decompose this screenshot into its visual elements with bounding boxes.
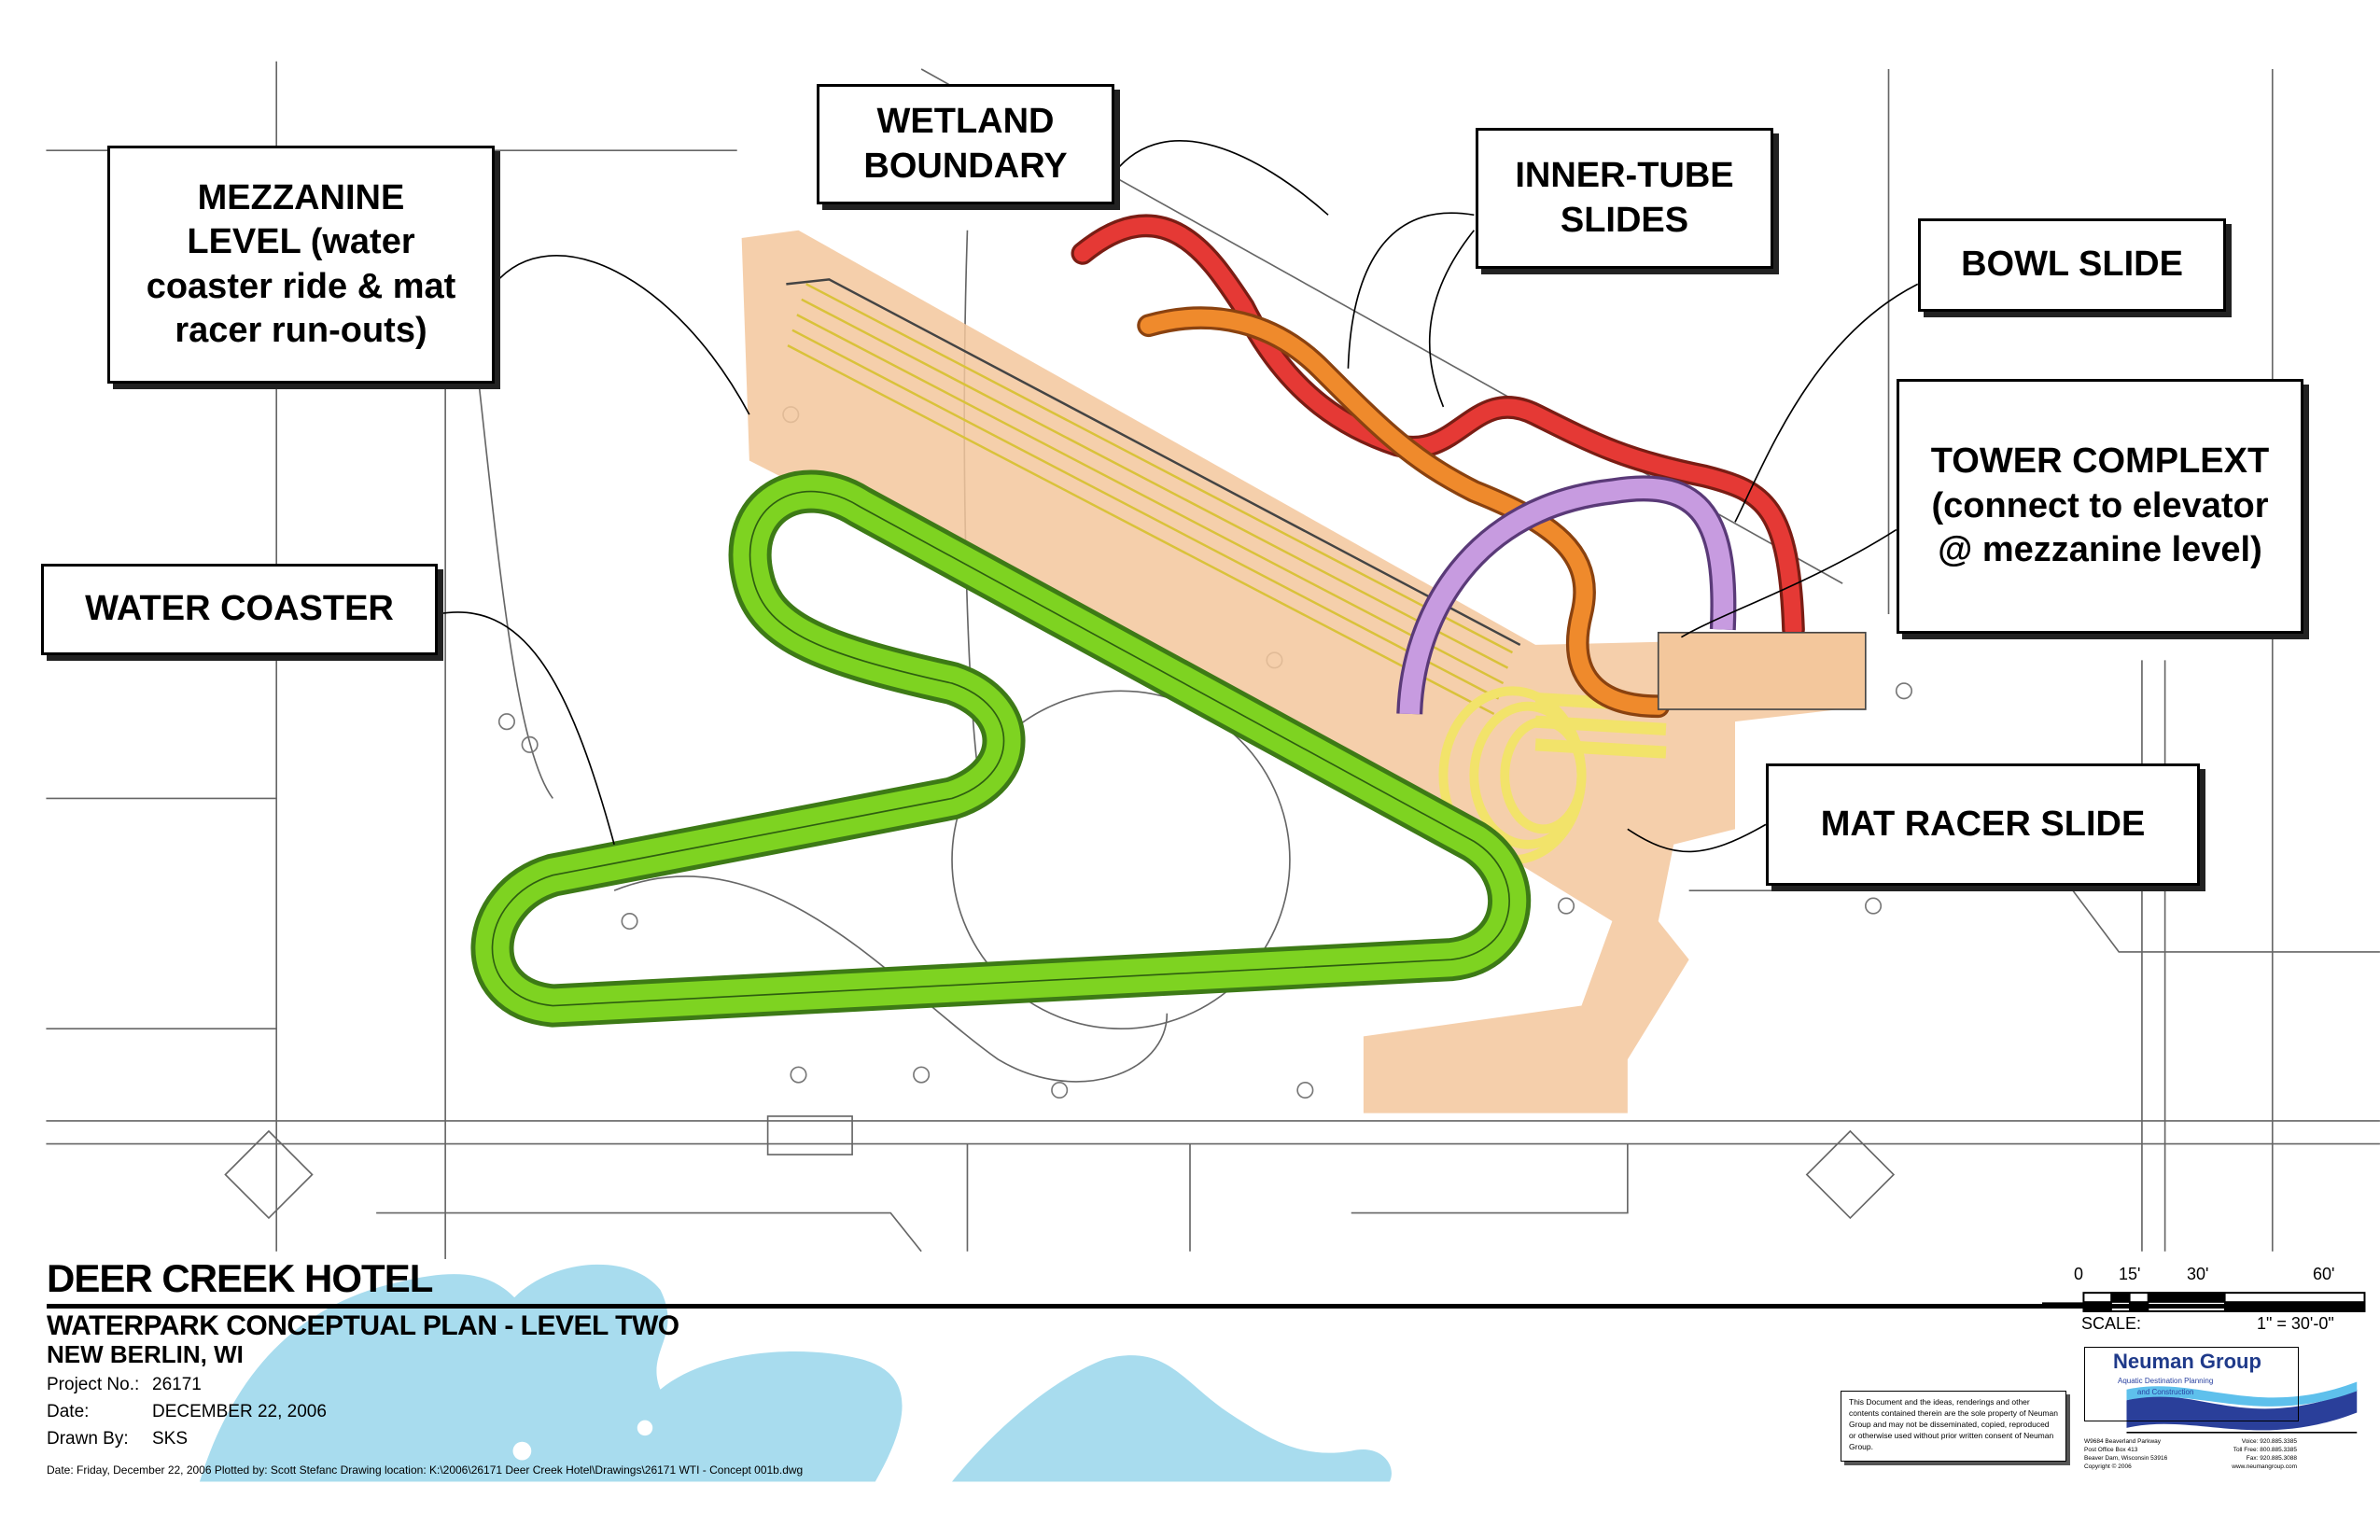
address-line: Post Office Box 413 — [2084, 1447, 2138, 1454]
company-contact: Voice: 920.885.3385 Toll Free: 800.885.3… — [2221, 1437, 2297, 1471]
callout-tower-complex: TOWER COMPLEXT (connect to elevator @ me… — [1897, 379, 2303, 634]
company-address: W9684 Beaverland Parkway Post Office Box… — [2084, 1437, 2167, 1471]
project-no-label: Project No.: — [47, 1375, 140, 1394]
contact-line: Voice: 920.885.3385 — [2241, 1438, 2297, 1445]
address-line: Beaver Dam, Wisconsin 53916 — [2084, 1455, 2168, 1463]
title-rule — [47, 1304, 2352, 1309]
scale-tick-0: 0 — [2074, 1265, 2084, 1283]
neuman-group-logo: Neuman Group Aquatic Destination Plannin… — [2084, 1347, 2299, 1421]
contact-line: Toll Free: 800.885.3385 — [2233, 1447, 2297, 1454]
callout-wetland-boundary: WETLAND BOUNDARY — [817, 84, 1114, 204]
contact-line: www.neumangroup.com — [2232, 1463, 2297, 1471]
scale-tick-30: 30' — [2187, 1265, 2209, 1283]
callout-inner-tube-slides: INNER-TUBE SLIDES — [1476, 128, 1773, 269]
contact-line: Fax: 920.885.3088 — [2246, 1455, 2297, 1463]
project-location: NEW BERLIN, WI — [47, 1340, 244, 1368]
date-value: DECEMBER 22, 2006 — [152, 1402, 327, 1421]
leader-lines — [437, 140, 1919, 853]
callout-water-coaster: WATER COASTER — [41, 564, 438, 655]
building-linework — [46, 61, 2380, 1259]
tower-complex — [1657, 631, 1867, 710]
drawn-by-value: SKS — [152, 1429, 189, 1449]
scale-value: 1" = 30'-0" — [2257, 1314, 2334, 1333]
plan-title: WATERPARK CONCEPTUAL PLAN - LEVEL TWO — [47, 1310, 679, 1341]
scale-label: SCALE: — [2081, 1314, 2142, 1333]
company-name: Neuman Group — [2113, 1350, 2261, 1373]
callout-bowl-slide: BOWL SLIDE — [1918, 218, 2226, 312]
company-tagline: Aquatic Destination Planning and Constru… — [2118, 1376, 2213, 1398]
callout-mezzanine-level: MEZZANINE LEVEL (water coaster ride & ma… — [107, 146, 495, 384]
water-splash-graphic — [199, 1264, 1392, 1482]
water-coaster-slide — [470, 469, 1532, 1028]
callout-mat-racer-slide: MAT RACER SLIDE — [1766, 763, 2200, 886]
date-label: Date: — [47, 1402, 90, 1421]
address-line: Copyright © 2006 — [2084, 1463, 2132, 1471]
project-name: DEER CREEK HOTEL — [47, 1256, 433, 1300]
address-line: W9684 Beaverland Parkway — [2084, 1438, 2162, 1445]
plot-info: Date: Friday, December 22, 2006 Plotted … — [47, 1463, 804, 1477]
mat-racer-slide — [786, 278, 1667, 865]
neuman-logo-swoosh — [2126, 1381, 2358, 1431]
drawn-by-label: Drawn By: — [47, 1429, 129, 1449]
inner-tube-slides — [1071, 214, 1805, 719]
scale-tick-15: 15' — [2119, 1265, 2141, 1283]
tagline-line-1: Aquatic Destination Planning — [2118, 1377, 2214, 1385]
scale-tick-60: 60' — [2313, 1265, 2335, 1283]
tagline-line-2: and Construction — [2136, 1388, 2194, 1396]
table-clusters — [497, 406, 1913, 1099]
disclaimer: This Document and the ideas, renderings … — [1841, 1391, 2066, 1462]
project-no: 26171 — [152, 1375, 202, 1394]
